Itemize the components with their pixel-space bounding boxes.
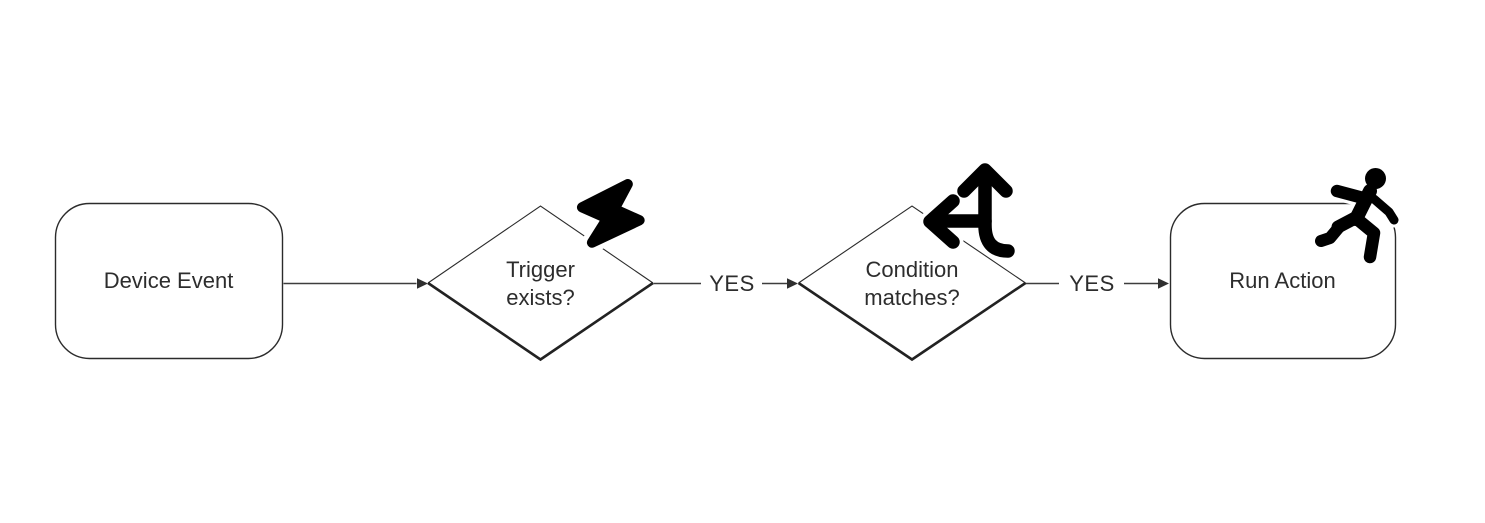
edge-label-yes-2: YES [1069,270,1115,296]
node-device-event-shape [54,202,284,360]
node-label-run-action: Run Action [1229,267,1336,293]
node-label-trigger-exists: Trigger exists? [506,257,575,310]
node-label-device-event: Device Event [103,267,234,293]
arrow-head [787,278,798,289]
node-run-action-shape [1169,202,1397,360]
edge-label-yes-1: YES [709,270,755,296]
arrow-head [417,278,428,289]
arrow-head [1158,278,1169,289]
node-label-condition-matches: Condition matches? [864,257,960,310]
node-trigger-exists-shape [427,205,654,362]
lightning-bolt-icon [571,173,650,253]
person-running-icon [1312,163,1402,267]
split-directions-icon [919,159,1019,262]
node-condition-matches-shape [797,205,1027,362]
